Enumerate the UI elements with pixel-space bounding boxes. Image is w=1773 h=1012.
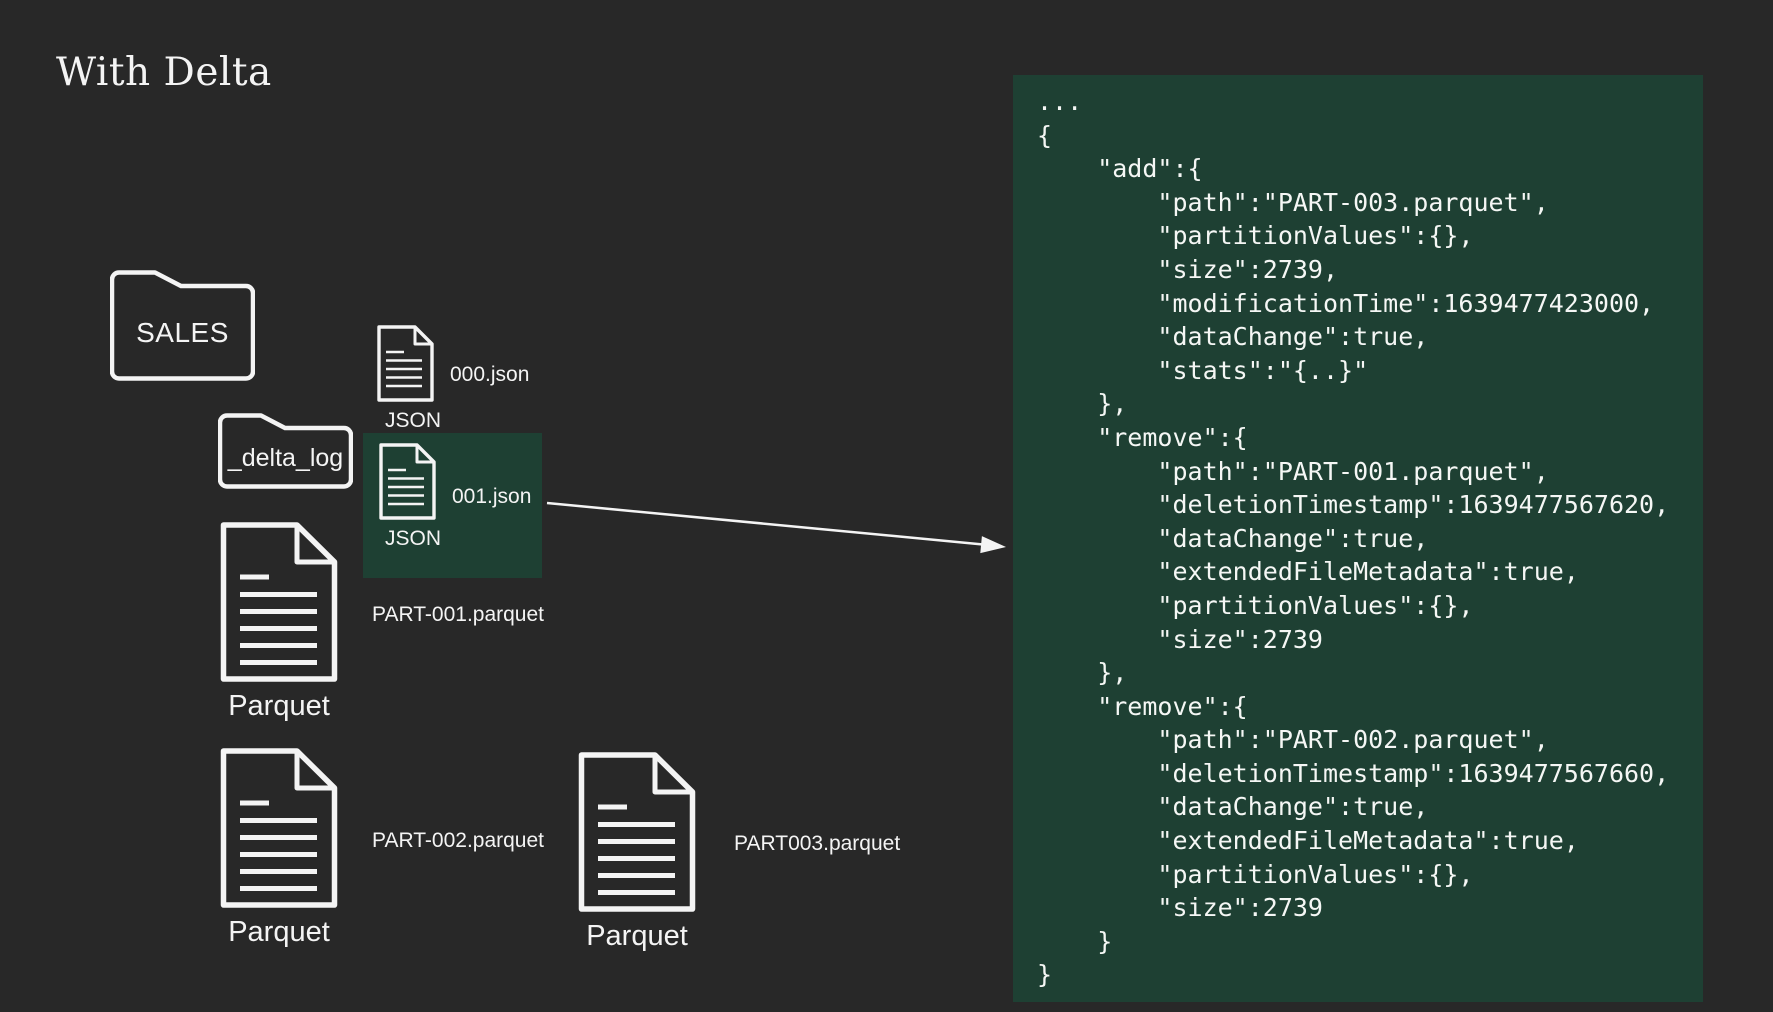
- folder-icon: [218, 413, 353, 489]
- folder-delta-log-label: _delta_log: [227, 443, 344, 472]
- parquet-type-label-3: Parquet: [586, 920, 688, 952]
- folder-sales: SALES: [110, 270, 255, 381]
- file-name-000-json: 000.json: [450, 363, 530, 386]
- code-panel: ... { "add":{ "path":"PART-003.parquet",…: [1013, 75, 1703, 1002]
- parquet-file-icon: [578, 752, 696, 912]
- json-file-icon: [379, 443, 436, 520]
- file-name-part003: PART003.parquet: [734, 832, 901, 855]
- page-title: With Delta: [56, 50, 272, 95]
- file-name-part-001: PART-001.parquet: [372, 603, 544, 626]
- highlight-box-001-json: [363, 433, 542, 578]
- folder-delta-log: _delta_log: [218, 413, 353, 489]
- file-badge-json-000: JSON: [385, 409, 442, 432]
- code-panel-content: ... { "add":{ "path":"PART-003.parquet",…: [1037, 87, 1670, 990]
- json-file-icon: [377, 325, 434, 402]
- folder-icon: [110, 270, 255, 381]
- file-name-part-002: PART-002.parquet: [372, 829, 544, 852]
- folder-sales-label: SALES: [136, 316, 229, 348]
- file-badge-json-001: JSON: [385, 527, 442, 550]
- parquet-file-icon: [220, 522, 338, 682]
- parquet-type-label-2: Parquet: [228, 916, 330, 948]
- parquet-type-label-1: Parquet: [228, 690, 330, 722]
- file-name-001-json: 001.json: [452, 485, 532, 508]
- parquet-file-icon: [220, 748, 338, 908]
